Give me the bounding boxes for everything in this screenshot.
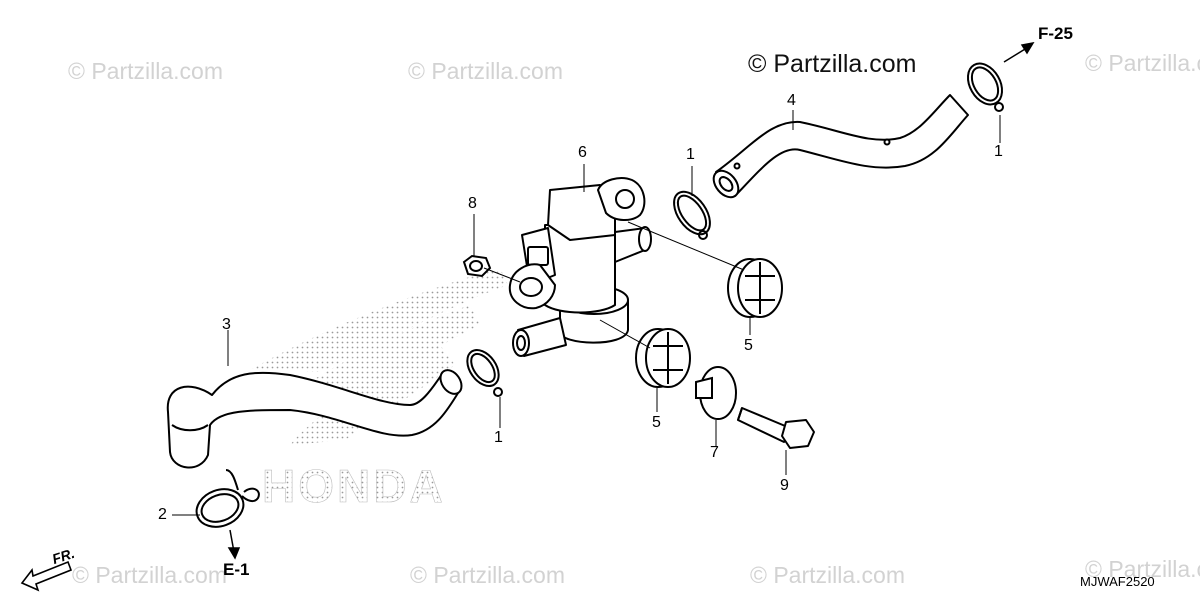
callout-1: 1 [994, 143, 1003, 160]
arrow-e1 [227, 529, 241, 560]
callout-1: 1 [686, 146, 695, 163]
grommet-part-5-upper [727, 258, 783, 318]
arrow-f25 [1003, 41, 1035, 63]
clamp-part-1-middle [673, 190, 711, 240]
valve-body-part-6 [508, 177, 652, 357]
nut-part-8 [462, 254, 492, 278]
reference-f25: F-25 [1038, 24, 1073, 43]
diagram-code: MJWAF2520 [1080, 574, 1155, 589]
honda-logo-text: HONDA [262, 460, 446, 512]
callout-8: 8 [468, 195, 477, 212]
hose-part-4 [712, 94, 969, 199]
watermark: © Partzilla.com [1085, 556, 1200, 582]
grommet-part-5-lower [635, 328, 691, 388]
callout-6: 6 [578, 144, 587, 161]
bolt-part-9 [737, 407, 815, 449]
leader-lines [172, 110, 1001, 516]
clamp-part-1-top [966, 62, 1004, 112]
watermark: © Partzilla.com [750, 562, 905, 588]
callout-3: 3 [222, 316, 231, 333]
callout-1: 1 [494, 429, 503, 446]
hose-part-3 [166, 369, 463, 469]
watermark: © Partzilla.com [72, 562, 227, 588]
callout-5: 5 [652, 414, 661, 431]
callout-2: 2 [158, 506, 167, 523]
clamp-part-1-lower [466, 348, 503, 397]
reference-e1: E-1 [223, 560, 250, 579]
watermark: © Partzilla.com [410, 562, 565, 588]
watermark: © Partzilla.com [68, 58, 223, 84]
washer-part-7 [695, 366, 737, 420]
watermark: © Partzilla.com [1085, 50, 1200, 76]
callout-4: 4 [787, 92, 796, 109]
front-arrow-icon [20, 560, 73, 592]
callout-7: 7 [710, 444, 719, 461]
honda-wing-logo: HONDA [250, 268, 508, 512]
callout-9: 9 [780, 477, 789, 494]
watermark-main: © Partzilla.com [748, 50, 917, 78]
watermark: © Partzilla.com [408, 58, 563, 84]
clamp-part-2 [195, 469, 260, 528]
callout-5: 5 [744, 337, 753, 354]
